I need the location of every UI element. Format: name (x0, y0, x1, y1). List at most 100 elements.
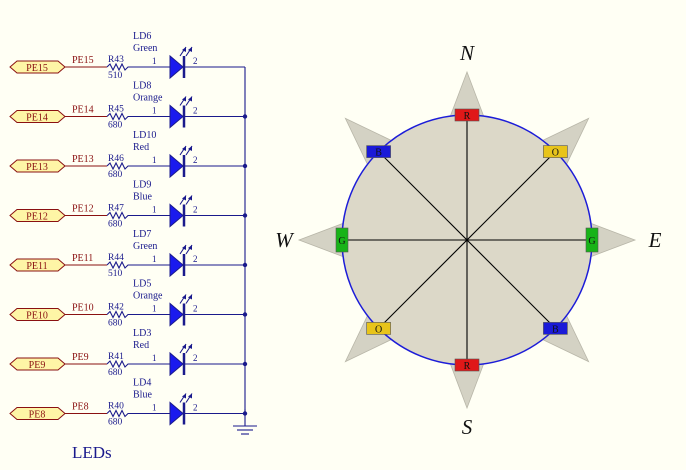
resistor-value: 680 (108, 220, 123, 230)
net-label: PE15 (72, 55, 94, 66)
led-arrowhead-1 (182, 146, 186, 151)
led-pin-2: 2 (193, 106, 198, 116)
led-pin-2: 2 (193, 353, 198, 363)
ground-symbol (233, 409, 257, 435)
led-pin-2: 2 (193, 205, 198, 215)
resistor-name: R47 (108, 204, 124, 214)
led-arrowhead-2 (188, 294, 192, 300)
led-badge (454, 108, 480, 122)
led-name: LD10 (133, 130, 156, 141)
port-label: PE15 (26, 63, 48, 74)
led-pin-1: 1 (152, 56, 157, 66)
led-arrowhead-1 (182, 96, 186, 102)
led-arrowhead-2 (188, 344, 192, 349)
led-badge-letter: O (552, 148, 559, 159)
led-color-label: Red (133, 340, 149, 351)
led-name: LD5 (133, 279, 151, 290)
port-label: PE11 (26, 261, 47, 272)
led-badge-letter: B (552, 324, 559, 335)
led-badge-letter: R (464, 361, 471, 372)
net-label: PE9 (72, 352, 89, 363)
led-color-label: Orange (133, 291, 163, 302)
led-diode-icon (169, 203, 184, 228)
net-label: PE14 (72, 105, 94, 116)
net-label: PE13 (72, 154, 94, 165)
led-arrowhead-1 (182, 294, 186, 300)
led-diode-icon (169, 401, 184, 426)
compass-led-e: G (585, 227, 599, 253)
resistor-symbol (106, 359, 150, 369)
compass-label-south: S (462, 415, 473, 439)
led-diode-icon (169, 351, 184, 377)
compass-led-nw: B (366, 145, 391, 159)
led-badge (543, 322, 568, 335)
led-diode-icon (169, 252, 184, 278)
led-badge-letter: B (375, 148, 382, 159)
led-color-label: Red (133, 142, 149, 153)
resistor-name: R42 (108, 303, 124, 313)
led-badge (366, 145, 391, 158)
led-badge (335, 227, 349, 253)
port-label: PE12 (26, 212, 48, 223)
led-arrowhead-1 (182, 195, 186, 201)
resistor-symbol (106, 161, 150, 171)
led-pin-2: 2 (193, 403, 198, 413)
led-pin-2: 2 (193, 56, 198, 66)
resistor-value: 680 (108, 121, 123, 131)
resistor-symbol (106, 112, 150, 121)
led-name: LD8 (133, 81, 151, 92)
resistor-symbol (106, 211, 150, 220)
resistor-value: 680 (108, 319, 123, 329)
compass-led-se: B (543, 322, 568, 335)
led-pin-1: 1 (152, 155, 157, 165)
resistor-symbol (106, 62, 150, 72)
led-diode-icon (169, 153, 184, 179)
led-arrowhead-2 (188, 393, 192, 399)
port-label: PE13 (26, 162, 48, 173)
led-badge-letter: O (375, 324, 382, 335)
led-color-label: Green (133, 241, 157, 252)
led-diode-icon (169, 54, 184, 80)
port-label: PE8 (29, 410, 46, 421)
led-color-label: Green (133, 43, 157, 54)
led-color-label: Blue (133, 192, 152, 203)
compass-label-north: N (459, 41, 475, 65)
resistor-value: 510 (108, 71, 123, 81)
led-pin-1: 1 (152, 403, 157, 413)
led-badge-letter: G (338, 236, 345, 247)
compass-led-w: G (335, 227, 349, 253)
compass-led-ne: O (543, 145, 568, 159)
resistor-name: R45 (108, 105, 124, 115)
compass-led-n: R (454, 108, 480, 122)
port-label: PE14 (26, 113, 48, 124)
net-label: PE10 (72, 303, 94, 314)
led-arrowhead-2 (188, 47, 192, 52)
led-pin-1: 1 (152, 106, 157, 116)
led-badge-letter: G (588, 236, 595, 247)
led-arrowhead-1 (182, 344, 186, 349)
resistor-symbol (106, 260, 150, 270)
led-pin-2: 2 (193, 254, 198, 264)
led-pin-1: 1 (152, 254, 157, 264)
resistor-value: 680 (108, 170, 123, 180)
resistor-symbol (106, 310, 150, 319)
led-diode-icon (169, 302, 184, 327)
led-name: LD3 (133, 328, 151, 339)
led-pin-1: 1 (152, 205, 157, 215)
led-name: LD9 (133, 180, 151, 191)
compass-spoke (378, 151, 556, 329)
compass-label-west: W (275, 228, 295, 252)
compass-led-sw: O (366, 322, 391, 335)
led-badge-letter: R (464, 111, 471, 122)
resistor-name: R40 (108, 402, 124, 412)
led-arrowhead-1 (182, 393, 186, 399)
led-name: LD4 (133, 378, 151, 389)
net-label: PE11 (72, 253, 93, 264)
